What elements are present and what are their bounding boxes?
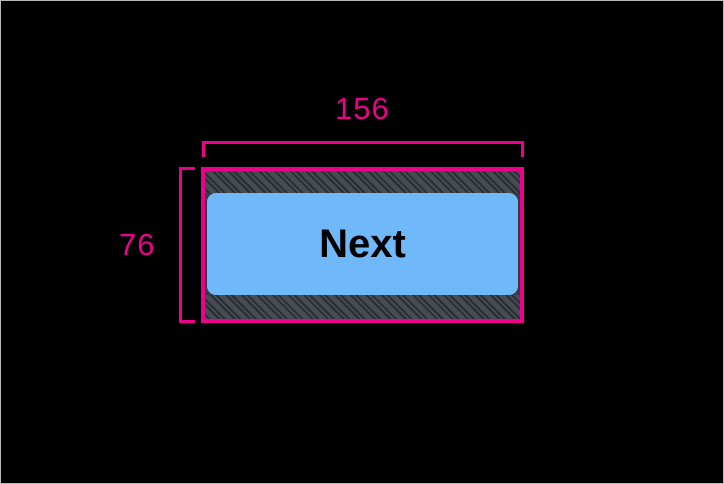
padding-region-bottom bbox=[205, 295, 520, 319]
height-measurement-bracket bbox=[179, 167, 195, 323]
padding-region-top bbox=[205, 171, 520, 193]
next-button-label: Next bbox=[319, 222, 406, 266]
width-dimension-label: 156 bbox=[335, 91, 390, 126]
height-dimension-label: 76 bbox=[119, 227, 156, 262]
width-measurement-bracket bbox=[202, 141, 524, 157]
element-selection-box[interactable]: Next bbox=[201, 167, 524, 323]
next-button[interactable]: Next bbox=[207, 193, 518, 295]
element-box-model: Next bbox=[205, 171, 520, 319]
